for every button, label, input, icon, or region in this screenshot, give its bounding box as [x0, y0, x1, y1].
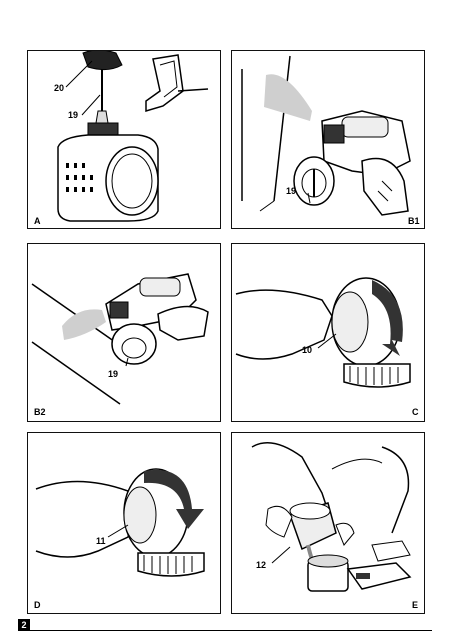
panel-d: 11 D: [27, 432, 221, 614]
panel-label: B2: [34, 407, 46, 417]
panel-label: B1: [408, 216, 420, 226]
callout-label: 19: [286, 186, 297, 196]
illustration-paint-container: [57, 51, 209, 222]
page-number: 2: [18, 619, 30, 631]
callout-label: 20: [54, 83, 65, 93]
panel-label: E: [412, 600, 419, 610]
callout-label: 11: [96, 536, 106, 546]
callout-label: 19: [108, 369, 119, 379]
panel-b2: 19 B2: [27, 243, 221, 422]
panel-label: C: [412, 407, 419, 417]
illustration-detach-container: [35, 468, 205, 577]
panel-label: A: [34, 216, 41, 226]
panel-b1: 19 B1: [231, 50, 425, 229]
illustration-spraying-left: [31, 273, 209, 405]
illustration-attach-container: [235, 277, 411, 388]
illustration-pour-paint: [251, 442, 412, 592]
callout-label: 10: [302, 345, 313, 355]
panel-c: 10 C: [231, 243, 425, 422]
callout-label: 19: [68, 110, 79, 120]
callout-label: 12: [256, 560, 267, 570]
panel-e: 12 E: [231, 432, 425, 614]
panel-label: D: [34, 600, 41, 610]
illustration-spraying-right: [241, 55, 411, 216]
footer-rule: [18, 630, 432, 631]
panel-a: 20 19 A: [27, 50, 221, 229]
